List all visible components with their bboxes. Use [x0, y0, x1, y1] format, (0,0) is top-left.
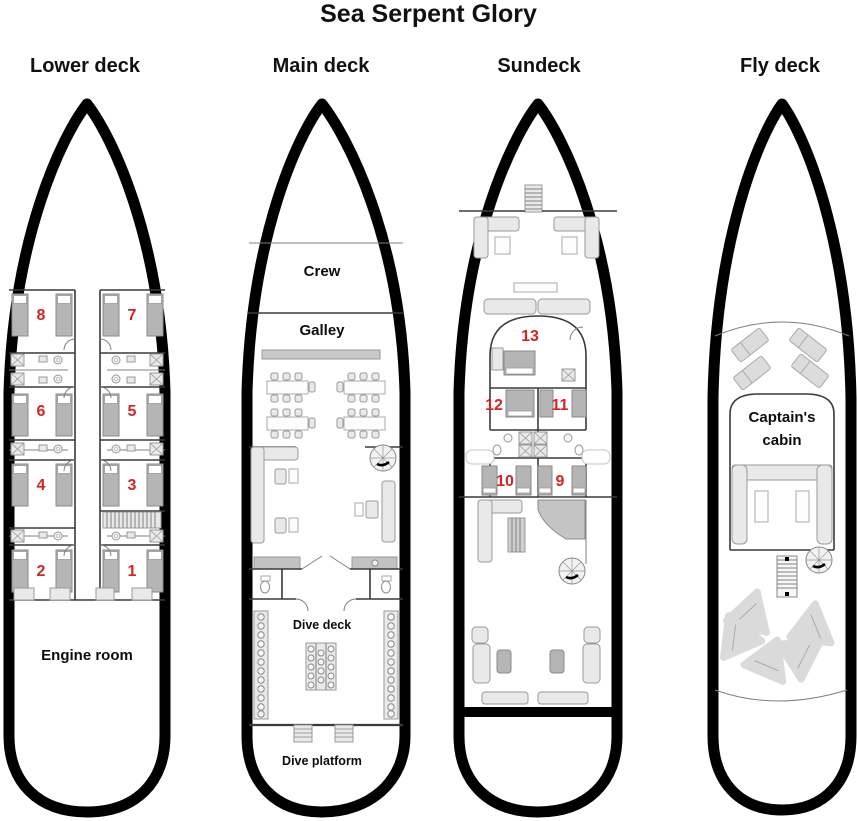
fly-deck-hull — [707, 98, 857, 816]
main-deck-plan: Crew Galley — [241, 98, 411, 818]
cabin-number-1: 1 — [128, 563, 137, 580]
cabin-number-7: 7 — [128, 307, 137, 324]
lower-deck-doors — [63, 338, 112, 557]
cabin-number-9: 9 — [556, 473, 565, 490]
fly-deck-label: Fly deck — [739, 55, 821, 77]
sundeck-plan: 13 12 11 10 9 — [453, 98, 623, 818]
dining-area — [266, 372, 386, 439]
crew-label: Crew — [304, 263, 341, 280]
stern-line — [714, 689, 848, 702]
stern-bulkhead — [459, 707, 617, 717]
cabin-number-6: 6 — [37, 403, 46, 420]
captains-cabin-label-line1: Captain's — [749, 409, 816, 426]
bar-counter — [537, 499, 586, 540]
cabin-number-5: 5 — [128, 403, 137, 420]
tank-racks — [253, 610, 399, 720]
bow-ladder — [524, 184, 543, 213]
sundeck-bar — [477, 499, 587, 564]
platform-stairs — [293, 724, 313, 743]
lower-deck-label: Lower deck — [29, 55, 141, 77]
dive-platform-label: Dive platform — [282, 754, 362, 768]
spiral-staircase — [557, 556, 587, 586]
foredeck-line — [714, 321, 850, 337]
cabin-number-12: 12 — [485, 397, 503, 414]
platform-stairs — [334, 724, 354, 743]
galley-label: Galley — [299, 322, 345, 339]
captains-cabin-label-line2: cabin — [762, 432, 801, 449]
cabin-number-10: 10 — [496, 473, 514, 490]
cabin-13 — [489, 315, 587, 389]
aft-lounge — [471, 626, 601, 705]
cabin-number-13: 13 — [521, 328, 539, 345]
dive-gear-bench — [305, 642, 337, 691]
boat-title: Sea Serpent Glory — [320, 0, 537, 28]
lower-deck-hull — [3, 98, 171, 818]
captains-cabin — [729, 393, 835, 551]
engine-room-label: Engine room — [41, 647, 133, 664]
spiral-staircase — [368, 443, 398, 473]
main-deck-label: Main deck — [272, 55, 370, 77]
bow-lounge — [473, 216, 600, 315]
engine-room-lockers — [13, 587, 153, 601]
sundeck-label: Sundeck — [497, 55, 581, 77]
cabin-number-11: 11 — [552, 397, 569, 414]
cabin-number-3: 3 — [128, 477, 137, 494]
deck-ladder — [776, 555, 798, 598]
dive-deck-label: Dive deck — [293, 618, 351, 632]
spiral-staircase — [804, 545, 834, 575]
cabin-number-2: 2 — [37, 563, 46, 580]
salon-lounge — [250, 446, 396, 544]
sundeck-cabins — [459, 388, 617, 498]
staircase — [102, 511, 162, 529]
cabin-number-4: 4 — [37, 477, 46, 494]
aft-salon-doors — [249, 555, 403, 612]
galley-counter — [261, 349, 381, 360]
main-deck-hull — [241, 98, 411, 818]
cabin-number-8: 8 — [37, 307, 46, 324]
lower-deck-plan: 8 7 6 5 4 3 2 1 Engine room — [3, 98, 171, 818]
fly-deck-plan: Captain's cabin — [707, 98, 857, 816]
